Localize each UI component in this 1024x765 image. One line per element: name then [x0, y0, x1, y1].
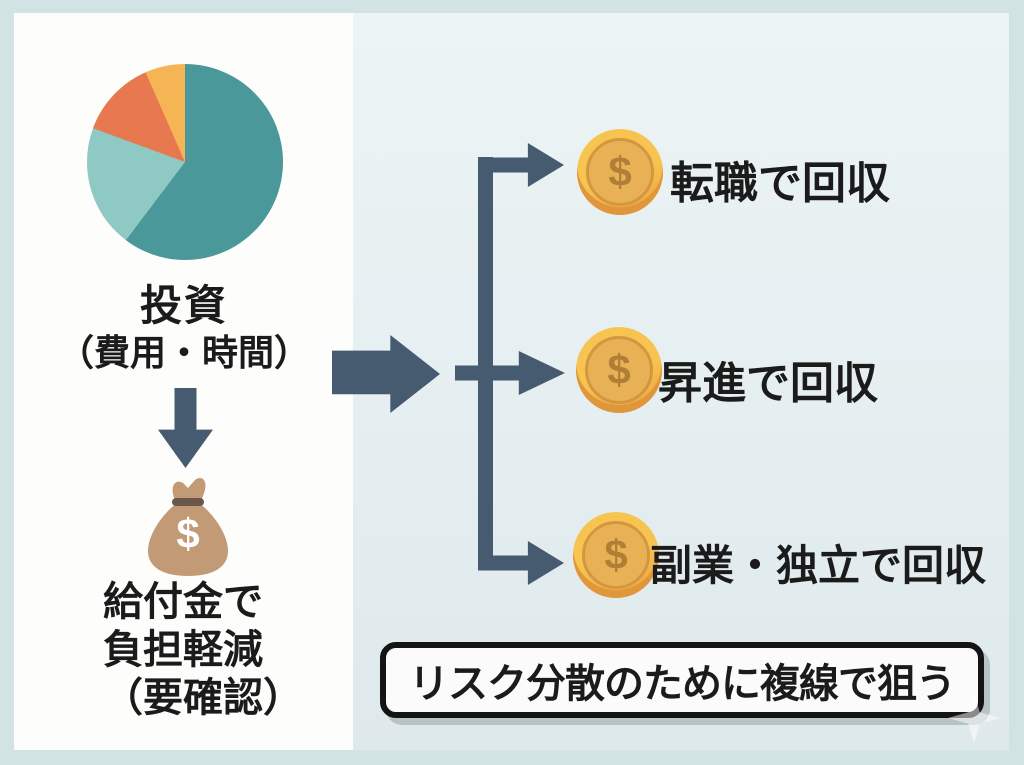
subsidy-caption-line3: （要確認）: [103, 676, 303, 720]
pie-chart: [87, 64, 283, 260]
investment-title: 投資: [139, 282, 228, 329]
coin-icon: $: [573, 512, 659, 598]
coin-inner: $: [585, 336, 653, 404]
money-bag-graphic: [148, 477, 228, 576]
risk-note-box: リスク分散のために複線で狙う: [380, 642, 984, 718]
branch-label-side-business: 副業・独立で回収: [650, 542, 987, 589]
risk-note-text: リスク分散のために複線で狙う: [409, 662, 956, 706]
coin-dollar-symbol: $: [608, 148, 632, 195]
subsidy-caption-line1: 給付金で: [103, 580, 263, 624]
flow-spine-line: [478, 157, 493, 570]
bag-dollar-symbol: $: [176, 510, 200, 557]
right-panel: [353, 13, 1009, 750]
subsidy-caption-line2: 負担軽減: [103, 628, 263, 672]
subsidy-caption: 給付金で 負担軽減 （要確認）: [103, 578, 303, 722]
money-bag-icon: $: [142, 476, 234, 576]
branch-label-promotion: 昇進で回収: [658, 359, 878, 408]
coin-dollar-symbol: $: [607, 346, 631, 393]
coin-icon: $: [576, 327, 662, 413]
coin-dollar-symbol: $: [604, 531, 628, 578]
branch-label-job-change: 転職で回収: [670, 159, 890, 208]
coin-inner: $: [586, 138, 654, 206]
coin-icon: $: [577, 129, 663, 215]
investment-subtitle: （費用・時間）: [57, 332, 310, 373]
coin-inner: $: [582, 521, 650, 589]
